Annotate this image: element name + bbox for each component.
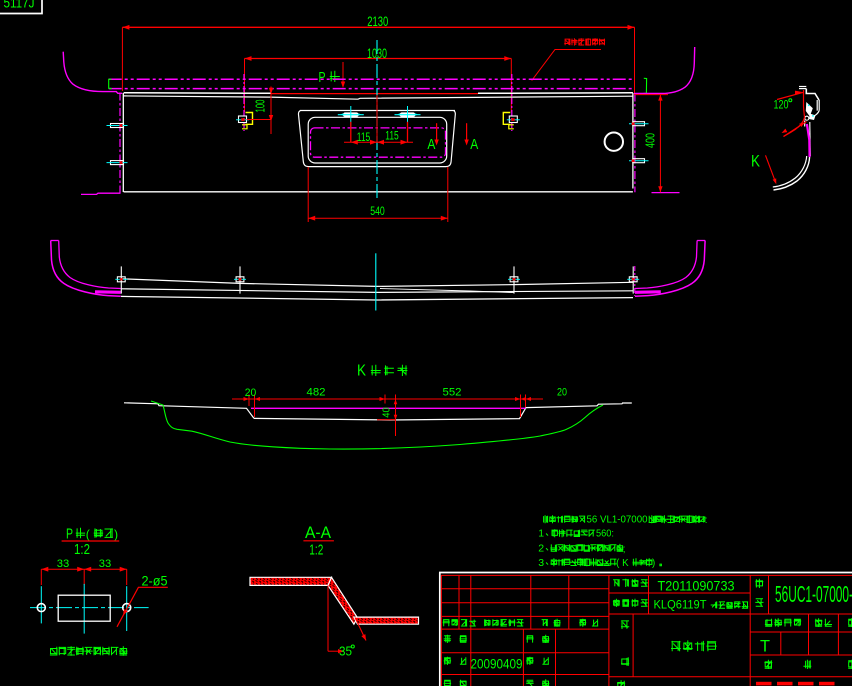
- svg-text:400: 400: [643, 133, 658, 148]
- svg-text:1:2: 1:2: [74, 541, 90, 558]
- svg-text:A: A: [470, 136, 478, 153]
- svg-text:56UC1-07000-: 56UC1-07000-: [775, 581, 852, 607]
- svg-text:115: 115: [385, 131, 399, 143]
- svg-text:(: (: [86, 527, 91, 541]
- svg-text:1:2: 1:2: [309, 542, 323, 559]
- svg-text:20: 20: [557, 387, 567, 399]
- svg-text:A: A: [427, 136, 435, 153]
- svg-text:20: 20: [245, 387, 257, 399]
- svg-text:K: K: [751, 152, 761, 171]
- svg-text:KLQ6119T: KLQ6119T: [654, 598, 708, 612]
- svg-text:3: 3: [538, 557, 544, 569]
- svg-text:120: 120: [774, 100, 789, 112]
- svg-text:100: 100: [253, 100, 268, 113]
- svg-text:35: 35: [339, 644, 352, 659]
- svg-text:2-ø5: 2-ø5: [142, 574, 168, 589]
- svg-text:2130: 2130: [367, 13, 388, 29]
- svg-text:): ): [652, 558, 655, 569]
- svg-text:560:: 560:: [596, 527, 614, 539]
- svg-text:115: 115: [357, 132, 371, 144]
- svg-text:56 VL1-07000: 56 VL1-07000: [587, 514, 648, 526]
- svg-text:P: P: [66, 526, 73, 543]
- svg-text:(: (: [616, 558, 620, 569]
- svg-text:T2011090733: T2011090733: [658, 578, 735, 594]
- svg-text:K: K: [622, 558, 629, 569]
- svg-text:;: ;: [623, 544, 626, 555]
- svg-text:): ): [114, 527, 118, 541]
- svg-text:482: 482: [307, 387, 326, 399]
- svg-text:33: 33: [99, 558, 112, 570]
- svg-text:5117J: 5117J: [4, 0, 35, 11]
- svg-text:T: T: [760, 637, 770, 656]
- svg-text:A-A: A-A: [305, 523, 332, 542]
- svg-text:P: P: [319, 69, 326, 86]
- svg-text:552: 552: [443, 387, 462, 399]
- svg-text:540: 540: [370, 206, 385, 218]
- svg-text:1: 1: [538, 527, 544, 539]
- svg-text:40: 40: [381, 407, 393, 418]
- svg-text:K: K: [357, 363, 366, 380]
- svg-text:20090409: 20090409: [471, 657, 523, 672]
- svg-text::: :: [705, 515, 708, 526]
- svg-text:33: 33: [57, 558, 70, 570]
- svg-text:2: 2: [538, 542, 544, 554]
